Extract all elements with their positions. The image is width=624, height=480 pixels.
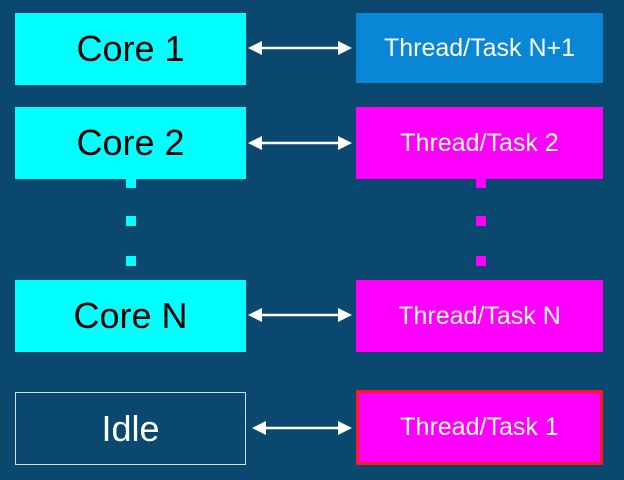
core-1-label: Core 1 (76, 28, 185, 69)
core-ellipsis-dot-1 (126, 178, 136, 188)
core-n-box: Core N (15, 280, 246, 352)
core-n-label: Core N (73, 295, 188, 336)
task-2-label: Thread/Task 2 (400, 128, 559, 157)
task-ellipsis-dot-2 (476, 216, 486, 226)
core-2-box: Core 2 (15, 107, 246, 179)
core-2-label: Core 2 (76, 122, 185, 163)
idle-box: Idle (15, 392, 246, 465)
core-1-box: Core 1 (15, 13, 246, 85)
core-ellipsis-dot-3 (126, 256, 136, 266)
task-n-plus-1-box: Thread/Task N+1 (356, 13, 603, 83)
idle-label: Idle (101, 407, 160, 449)
task-1-label: Thread/Task 1 (400, 413, 559, 441)
task-1-box: Thread/Task 1 (356, 390, 603, 465)
arrow-core-1-task-n-plus-1 (248, 41, 352, 55)
task-ellipsis-dot-3 (476, 256, 486, 266)
task-n-box: Thread/Task N (356, 280, 603, 352)
arrow-core-n-task-n (248, 308, 352, 322)
arrow-idle-task-1 (252, 421, 352, 435)
task-ellipsis-dot-1 (476, 178, 486, 188)
task-2-box: Thread/Task 2 (356, 107, 603, 179)
task-n-label: Thread/Task N (398, 301, 561, 330)
core-ellipsis-dot-2 (126, 216, 136, 226)
arrow-core-2-task-2 (248, 136, 352, 150)
task-n-plus-1-label: Thread/Task N+1 (383, 33, 576, 62)
